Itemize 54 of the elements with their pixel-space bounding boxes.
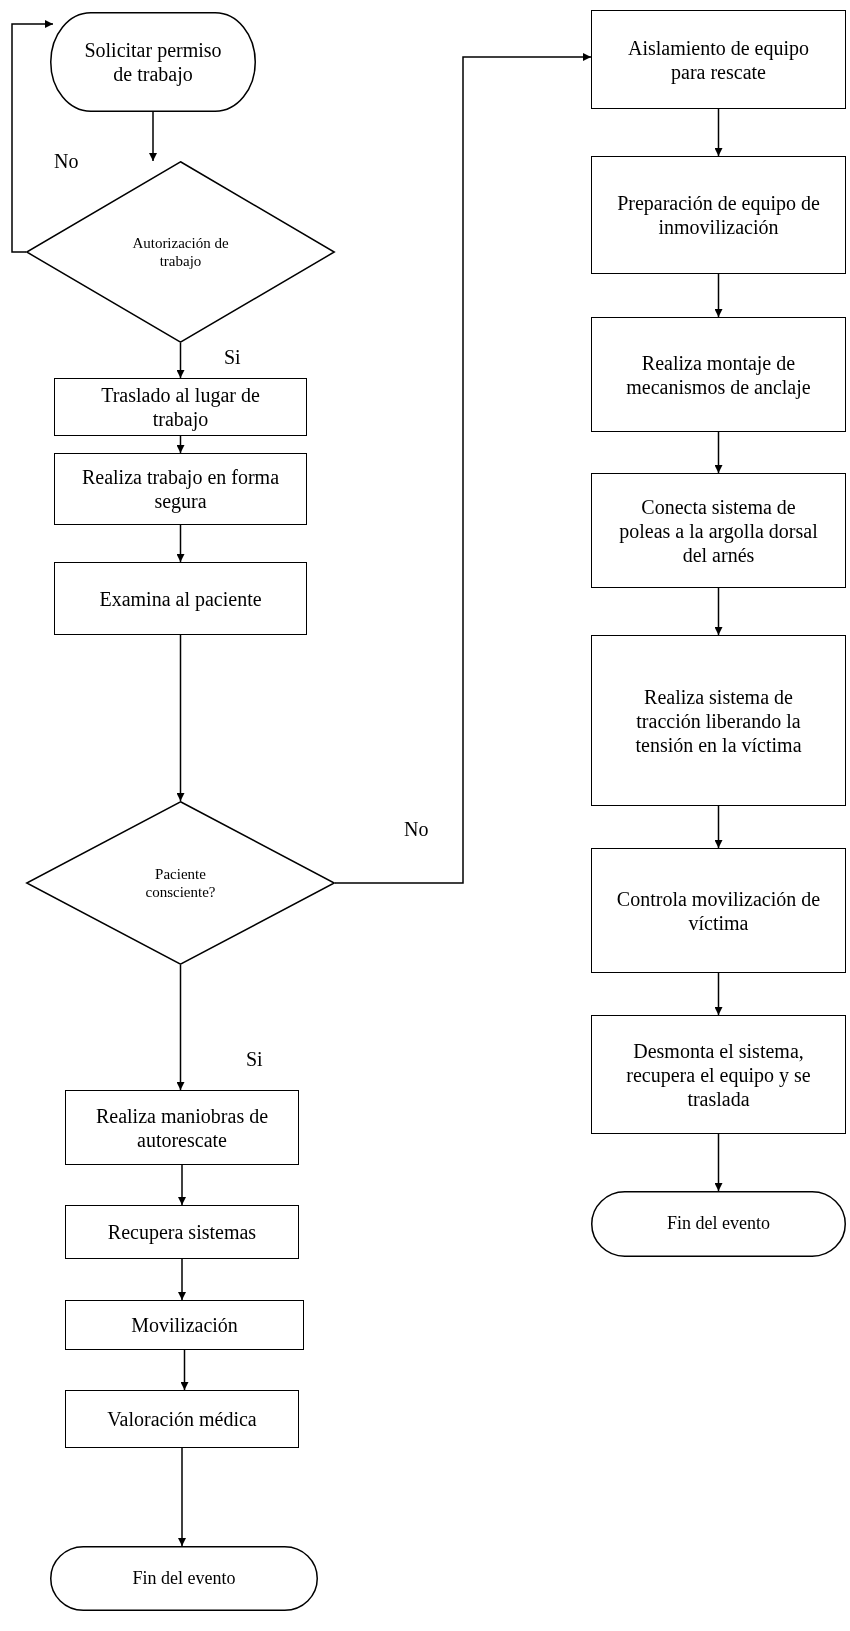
process-label: Traslado al lugar de trabajo xyxy=(100,383,261,431)
process-box xyxy=(54,378,307,436)
arrow xyxy=(334,53,592,884)
process-box xyxy=(591,156,846,274)
process-label: Realiza maniobras de autorescate xyxy=(94,1103,270,1152)
arrow xyxy=(714,431,723,474)
process-label: Valoración médica xyxy=(106,1407,258,1431)
arrow xyxy=(714,273,723,318)
process-label: Realiza trabajo en forma segura xyxy=(80,465,281,513)
arrow xyxy=(178,1164,186,1206)
process-label: Controla movilización de víctima xyxy=(615,886,822,935)
arrow xyxy=(176,342,185,379)
process-box xyxy=(65,1090,299,1165)
terminal-label: Fin del evento xyxy=(131,1567,237,1590)
process-label: Examina al paciente xyxy=(98,586,263,611)
arrow xyxy=(714,805,723,849)
process-label: Aislamiento de equipo para rescate xyxy=(626,35,811,84)
decision-label: Autorización de trabajo xyxy=(131,234,230,270)
process-box xyxy=(591,10,846,109)
arrow xyxy=(176,524,185,563)
process-box xyxy=(591,848,846,973)
process-label: Desmonta el sistema, recupera el equipo y se traslada xyxy=(625,1038,812,1111)
arrow xyxy=(714,1133,723,1192)
arrow xyxy=(176,634,185,802)
decision-label: Paciente consciente? xyxy=(144,865,217,901)
arrow xyxy=(178,1447,186,1547)
process-label: Realiza montaje de mecanismos de anclaje xyxy=(625,350,812,399)
process-box xyxy=(591,635,846,806)
process-box xyxy=(591,317,846,432)
process-box xyxy=(54,453,307,525)
process-label: Realiza sistema de tracción liberando la tensión en la víctima xyxy=(634,684,803,757)
arrow xyxy=(176,964,185,1091)
arrow xyxy=(714,108,723,157)
arrow xyxy=(180,1349,189,1391)
process-box xyxy=(65,1205,299,1259)
terminal-label: Fin del evento xyxy=(666,1213,771,1235)
terminal-shape xyxy=(50,12,256,112)
process-label: Movilización xyxy=(130,1313,239,1337)
arrow xyxy=(714,587,723,636)
process-box xyxy=(65,1390,299,1448)
process-box xyxy=(591,1015,846,1134)
arrow xyxy=(178,1258,186,1301)
process-label: Recupera sistemas xyxy=(106,1220,258,1244)
arrow xyxy=(149,111,157,162)
process-label: Conecta sistema de poleas a la argolla dorsal del arnés xyxy=(618,494,819,567)
arrow xyxy=(176,435,185,454)
process-box xyxy=(65,1300,304,1350)
arrow xyxy=(11,20,54,253)
arrow xyxy=(714,972,723,1016)
process-box xyxy=(54,562,307,635)
process-box xyxy=(591,473,846,588)
decision-diamond xyxy=(26,801,335,965)
process-label: Preparación de equipo de inmovilización xyxy=(616,191,821,239)
terminal-label: Solicitar permiso de trabajo xyxy=(83,38,223,86)
